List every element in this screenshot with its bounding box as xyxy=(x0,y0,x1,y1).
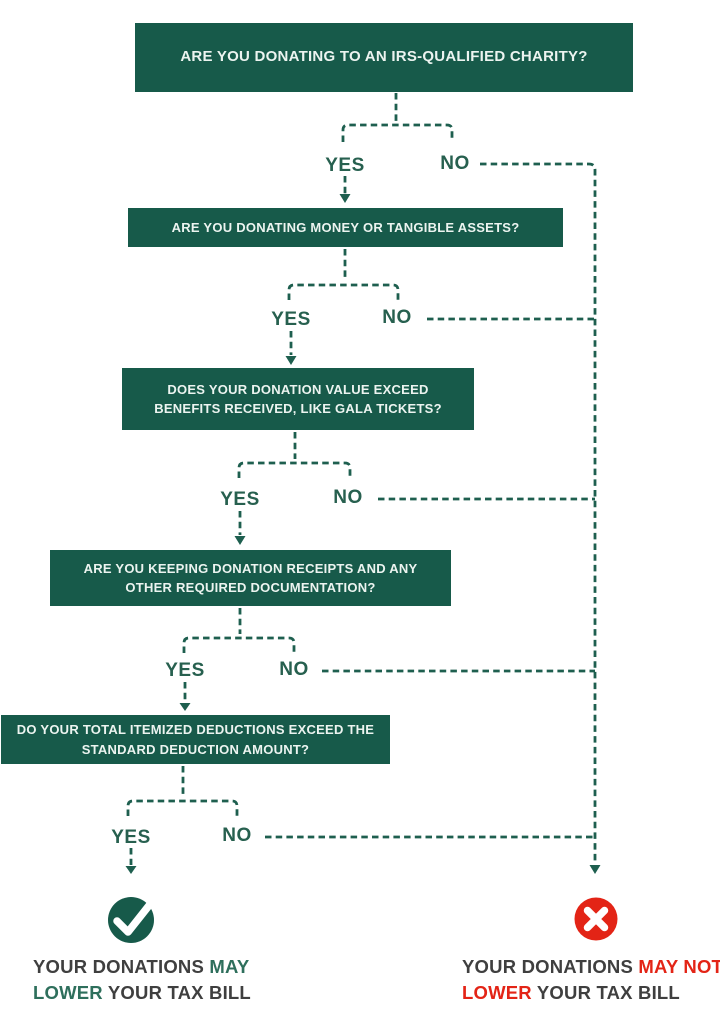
arrowhead-icon xyxy=(234,536,246,545)
arrowhead-icon xyxy=(285,356,297,365)
positive-result-text: YOUR DONATIONS MAY LOWER YOUR TAX BILL xyxy=(33,954,251,1006)
no-label-2: NO xyxy=(382,307,412,328)
branch-bracket-2 xyxy=(287,283,400,300)
branch-bracket-4 xyxy=(182,636,296,653)
yes-label-3: YES xyxy=(220,489,260,510)
no-line-to-right-rail xyxy=(480,162,597,864)
branch-bracket-1 xyxy=(341,123,454,142)
no-label-5: NO xyxy=(222,825,252,846)
no-label-3: NO xyxy=(333,487,363,508)
positive-result-line-2: LOWER YOUR TAX BILL xyxy=(33,982,251,1003)
yes-label-1: YES xyxy=(325,155,365,176)
question-box-irs-qualified: ARE YOU DONATING TO AN IRS-QUALIFIED CHA… xyxy=(135,23,633,92)
yes-label-2: YES xyxy=(271,309,311,330)
arrowhead-icon xyxy=(125,866,137,874)
arrowhead-icon xyxy=(179,703,191,711)
question-box-receipts-documentation: ARE YOU KEEPING DONATION RECEIPTS AND AN… xyxy=(50,550,451,606)
negative-result-line-2: LOWER YOUR TAX BILL xyxy=(462,982,680,1003)
positive-result-line-1: YOUR DONATIONS MAY xyxy=(33,956,250,977)
x-icon xyxy=(568,891,624,947)
branch-bracket-3 xyxy=(237,461,352,478)
question-box-itemized-deductions: DO YOUR TOTAL ITEMIZED DEDUCTIONS EXCEED… xyxy=(1,715,390,764)
question-box-money-or-assets: ARE YOU DONATING MONEY OR TANGIBLE ASSET… xyxy=(128,208,563,247)
arrowhead-icon xyxy=(339,194,351,203)
negative-result-line-1: YOUR DONATIONS MAY NOT xyxy=(462,956,720,977)
branch-bracket-5 xyxy=(126,799,239,816)
arrowhead-icon xyxy=(589,865,601,874)
check-icon xyxy=(101,890,163,952)
no-label-4: NO xyxy=(279,659,309,680)
yes-label-4: YES xyxy=(165,660,205,681)
question-box-value-exceeds-benefits: DOES YOUR DONATION VALUE EXCEED BENEFITS… xyxy=(122,368,474,430)
negative-result-text: YOUR DONATIONS MAY NOT LOWER YOUR TAX BI… xyxy=(462,954,720,1006)
no-label-1: NO xyxy=(440,153,470,174)
yes-label-5: YES xyxy=(111,827,151,848)
